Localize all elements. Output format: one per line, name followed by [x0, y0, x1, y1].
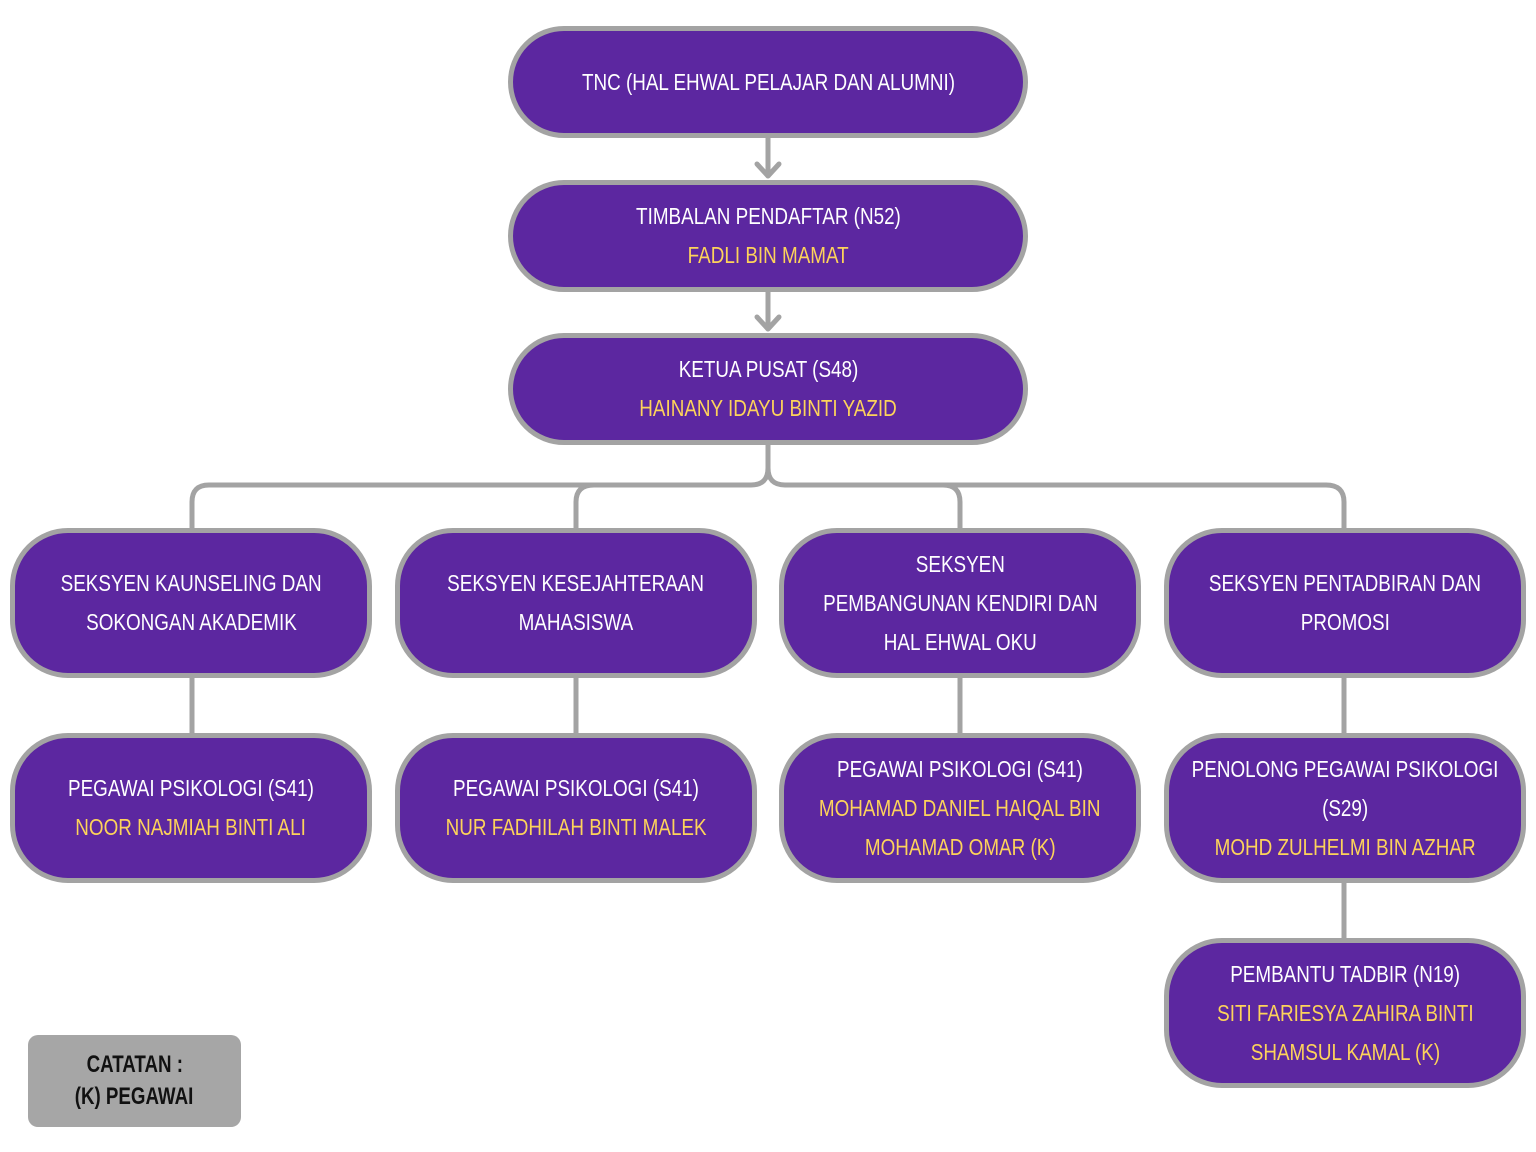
node-title: PEGAWAI PSIKOLOGI (S41) — [68, 775, 314, 801]
node-title: TIMBALAN PENDAFTAR (N52) — [635, 203, 901, 229]
node-section-pentadbiran: SEKSYEN PENTADBIRAN DAN PROMOSI — [1164, 528, 1526, 678]
node-ketua-pusat: KETUA PUSAT (S48) HAINANY IDAYU BINTI YA… — [508, 333, 1028, 445]
section-title-line: HAL EHWAL OKU — [883, 628, 1037, 655]
branch-right-bracket — [765, 467, 1347, 528]
node-staff-pembangunan-kendiri: PEGAWAI PSIKOLOGI (S41) MOHAMAD DANIEL H… — [779, 733, 1141, 883]
node-tnc: TNC (HAL EHWAL PELAJAR DAN ALUMNI) — [508, 26, 1028, 138]
node-title: PEGAWAI PSIKOLOGI (S41) — [453, 775, 699, 801]
arrow-head-timbalan-ketua — [754, 314, 782, 332]
node-staff-kaunseling: PEGAWAI PSIKOLOGI (S41) NOOR NAJMIAH BIN… — [10, 733, 372, 883]
section-title-line: SEKSYEN KESEJAHTERAAN — [447, 570, 705, 596]
node-section-kaunseling: SEKSYEN KAUNSELING DAN SOKONGAN AKADEMIK — [10, 528, 372, 678]
section-title-line: SEKSYEN — [915, 550, 1005, 577]
node-person-name: NUR FADHILAH BINTI MALEK — [445, 814, 707, 840]
section-title-line: PROMOSI — [1300, 609, 1390, 635]
node-title: PEMBANTU TADBIR (N19) — [1230, 960, 1460, 987]
branch-left-bracket — [189, 445, 771, 528]
node-staff-pentadbiran-2: PEMBANTU TADBIR (N19) SITI FARIESYA ZAHI… — [1164, 938, 1526, 1088]
node-timbalan-pendaftar: TIMBALAN PENDAFTAR (N52) FADLI BIN MAMAT — [508, 180, 1028, 292]
note-heading: CATATAN : — [86, 1051, 183, 1078]
node-person-name: SITI FARIESYA ZAHIRA BINTI — [1216, 999, 1474, 1026]
node-title: TNC (HAL EHWAL PELAJAR DAN ALUMNI) — [581, 68, 955, 95]
node-section-kesejahteraan: SEKSYEN KESEJAHTERAAN MAHASISWA — [395, 528, 757, 678]
node-person-name: SHAMSUL KAMAL (K) — [1250, 1038, 1440, 1065]
node-person-name: MOHAMAD DANIEL HAIQAL BIN — [819, 794, 1101, 821]
node-title: PEGAWAI PSIKOLOGI (S41) — [837, 755, 1083, 782]
node-person-name: NOOR NAJMIAH BINTI ALI — [75, 814, 307, 840]
section-title-line: SEKSYEN PENTADBIRAN DAN — [1208, 570, 1482, 596]
node-title: KETUA PUSAT (S48) — [678, 356, 858, 382]
legend-note: CATATAN : (K) PEGAWAI — [28, 1035, 241, 1127]
node-person-name: MOHD ZULHELMI BIN AZHAR — [1214, 833, 1476, 860]
section-title-line: PEMBANGUNAN KENDIRI DAN — [822, 589, 1098, 616]
section-title-line: SEKSYEN KAUNSELING DAN — [60, 570, 322, 596]
node-section-pembangunan-kendiri: SEKSYEN PEMBANGUNAN KENDIRI DAN HAL EHWA… — [779, 528, 1141, 678]
node-person-name: FADLI BIN MAMAT — [687, 242, 849, 268]
arrow-head-tnc-timbalan — [754, 161, 782, 179]
node-person-name: MOHAMAD OMAR (K) — [864, 833, 1056, 860]
node-person-name: HAINANY IDAYU BINTI YAZID — [639, 395, 897, 421]
note-text: (K) PEGAWAI — [75, 1083, 194, 1110]
node-staff-kesejahteraan: PEGAWAI PSIKOLOGI (S41) NUR FADHILAH BIN… — [395, 733, 757, 883]
node-title: (S29) — [1321, 794, 1369, 821]
node-title: PENOLONG PEGAWAI PSIKOLOGI — [1191, 755, 1499, 782]
node-staff-pentadbiran-1: PENOLONG PEGAWAI PSIKOLOGI (S29) MOHD ZU… — [1164, 733, 1526, 883]
section-title-line: SOKONGAN AKADEMIK — [85, 609, 297, 635]
section-title-line: MAHASISWA — [518, 609, 634, 635]
